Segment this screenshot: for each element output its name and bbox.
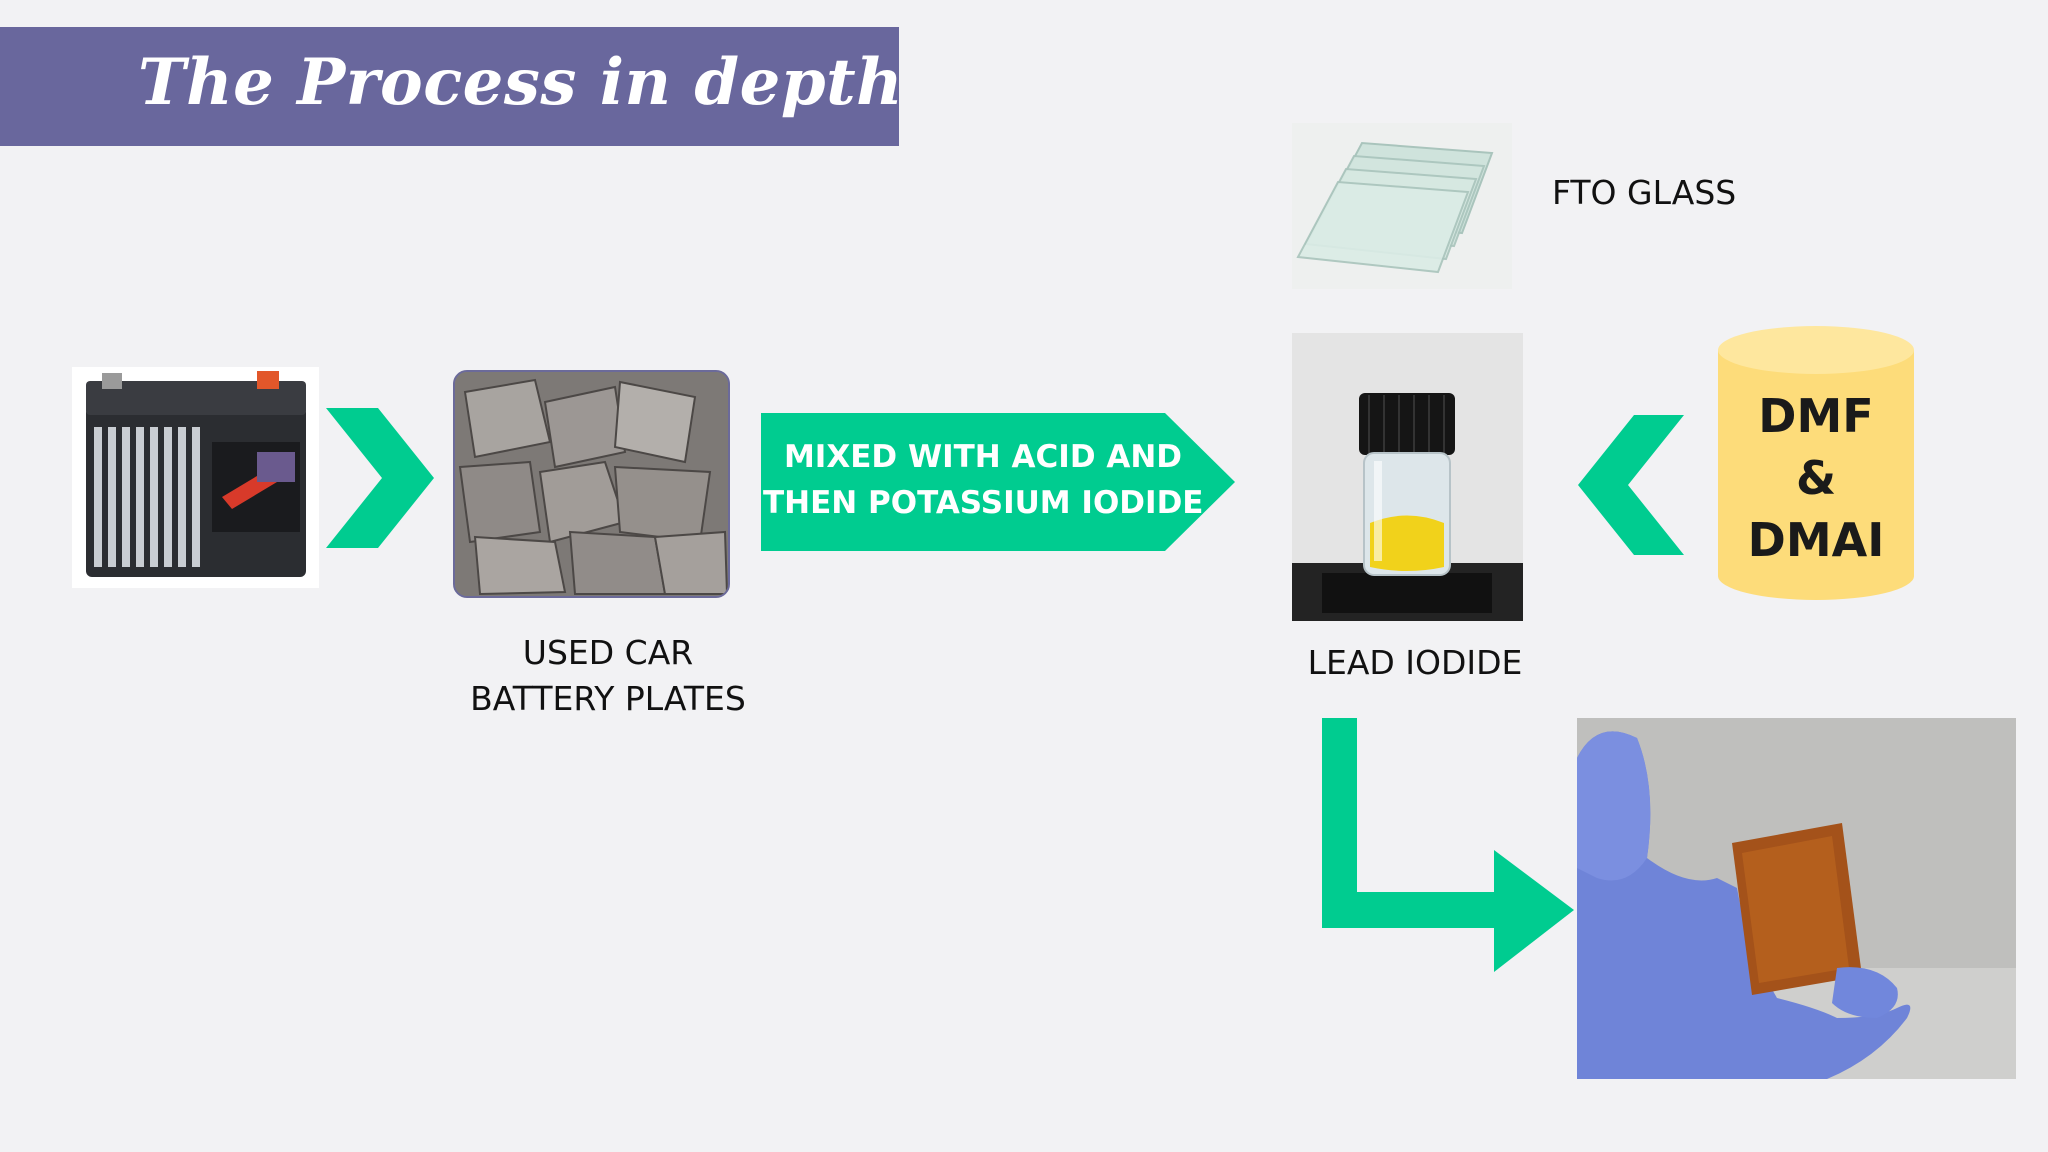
process-arrow (761, 413, 1235, 551)
process-arrow-line2: THEN POTASSIUM IODIDE (763, 485, 1204, 521)
plates-label: USED CAR BATTERY PLATES (438, 630, 778, 722)
title-banner: The Process in depth (0, 27, 903, 146)
solvent-line1: DMF (1758, 389, 1874, 443)
lead-iodide-vial-image (1292, 333, 1523, 621)
process-arrow-line1: MIXED WITH ACID AND (783, 439, 1183, 475)
lead-iodide-label: LEAD IODIDE (1307, 643, 1523, 682)
fto-label: FTO GLASS (1552, 173, 1737, 212)
car-battery-image (72, 367, 319, 588)
perovskite-film-image (1577, 718, 2016, 1079)
chevron-right-icon (326, 408, 434, 548)
process-arrow-text: MIXED WITH ACID AND THEN POTASSIUM IODID… (763, 434, 1203, 526)
chevron-left-icon (1578, 415, 1684, 555)
battery-plates-image (453, 370, 730, 598)
solvent-text: DMF & DMAI (1718, 385, 1914, 571)
solvent-cylinder (1718, 326, 1914, 600)
fto-glass-image (1292, 123, 1512, 289)
solvent-line2: & (1795, 451, 1837, 505)
elbow-arrow-icon (1322, 718, 1574, 972)
plates-label-line1: USED CAR (522, 633, 694, 672)
plates-label-line2: BATTERY PLATES (470, 679, 746, 718)
slide-title: The Process in depth (138, 45, 904, 120)
solvent-line3: DMAI (1747, 513, 1885, 567)
